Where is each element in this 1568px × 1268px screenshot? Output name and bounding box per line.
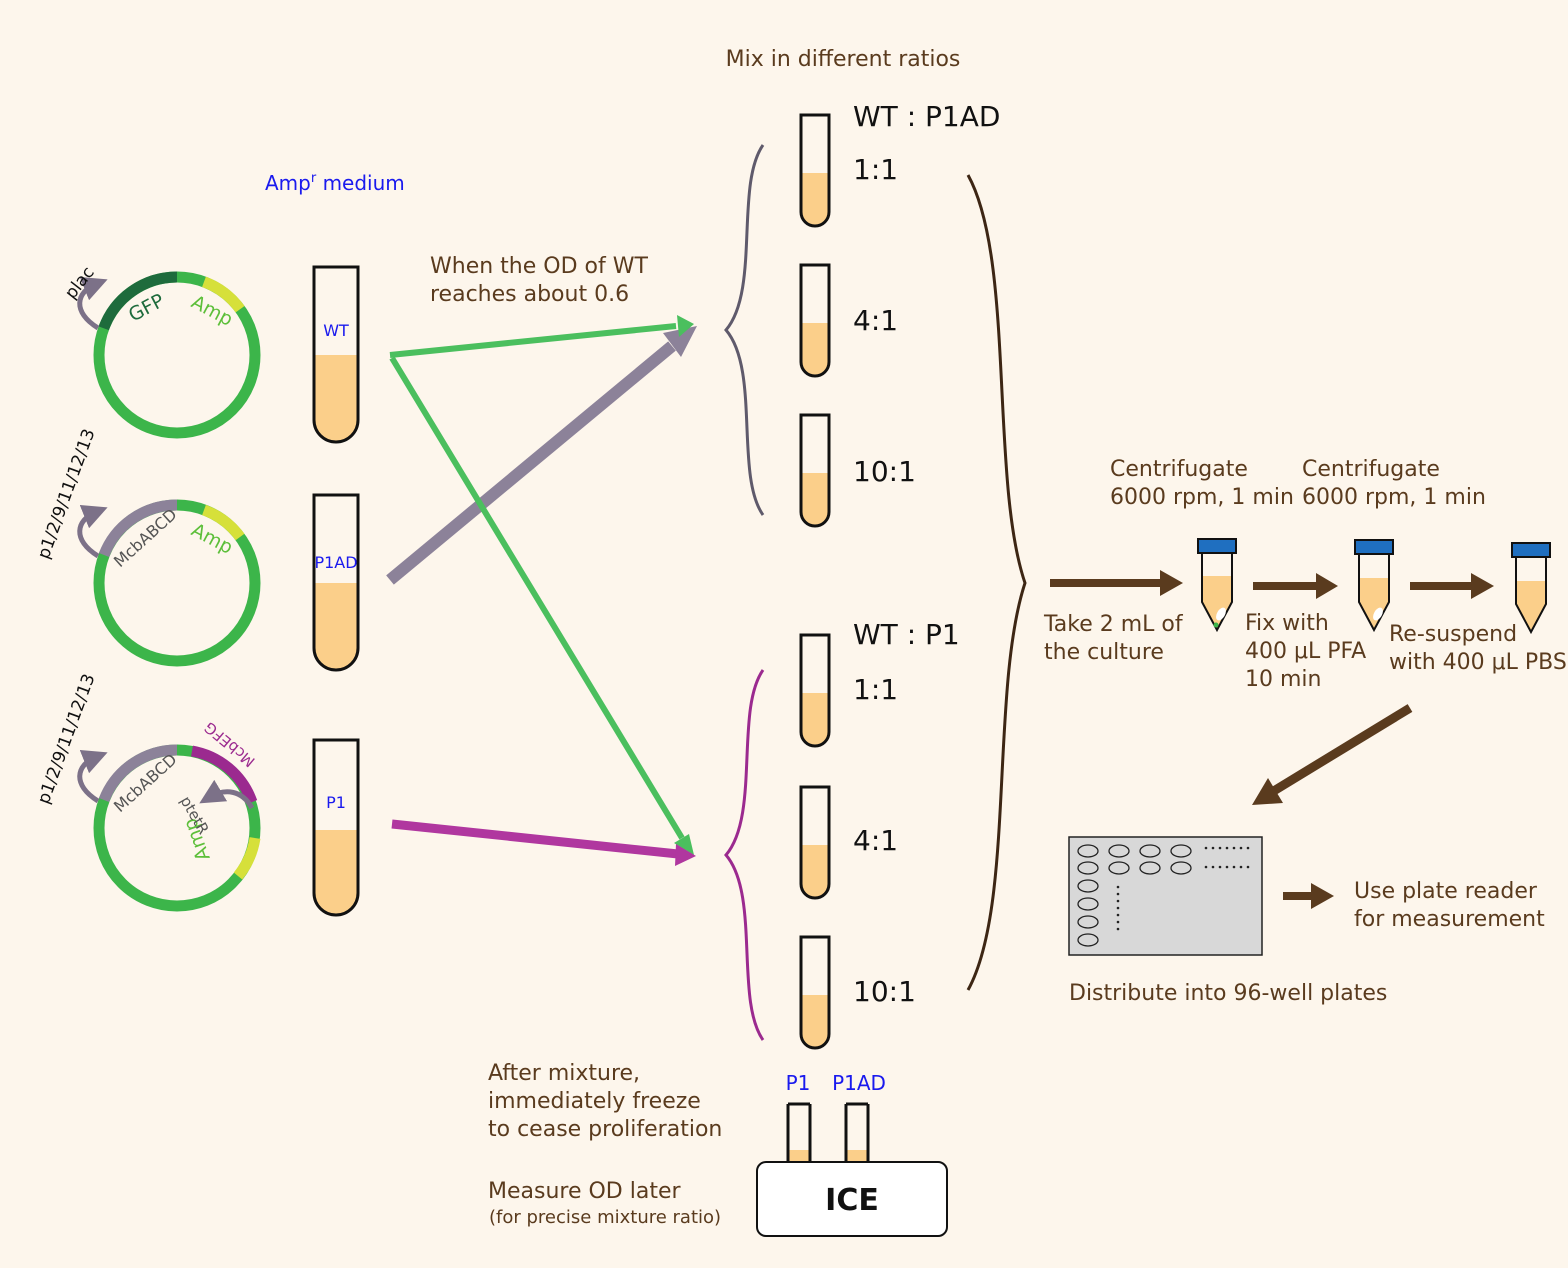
ice-label: ICE [825,1183,879,1218]
tube-label: WT [323,321,349,340]
96-well-plate [1068,836,1263,956]
fix-line-1: Fix with [1245,611,1329,636]
take-culture-line-2: the culture [1044,640,1164,665]
amp-segment [201,276,245,313]
group1-brace [724,144,765,516]
ratio-label: 1:1 [853,153,898,186]
p1ad-mix-arrow [386,341,676,585]
freeze-note-line-2: immediately freeze [488,1089,701,1114]
freeze-note-line-3: to cease proliferation [488,1117,722,1142]
od-note-line-2: reaches about 0.6 [430,282,629,307]
mix-tube [799,263,831,378]
fix-line-2: 400 μL PFA [1245,639,1366,664]
plate-caption: Distribute into 96-well plates [1069,981,1387,1006]
mcbabcd-segment [98,744,178,803]
resuspend-line-1: Re-suspend [1389,622,1517,647]
arrow-to-plate [1269,704,1413,796]
plasmid-p1ad: p1/2/9/11/12/13 McbABCD Amp [34,426,261,667]
centrifuge2-line-1: Centrifugate [1302,457,1440,482]
amp-segment [201,504,245,541]
od-note-line-1: When the OD of WT [430,254,648,279]
arrowhead-icon [1160,570,1183,596]
arrowhead-icon [1311,883,1334,909]
ratio-label: 10:1 [853,455,916,488]
promoter-arrow-icon [77,750,108,804]
group2-brace [724,669,765,1041]
promoter-label: p1/2/9/11/12/13 [34,671,100,806]
mix-tube [799,633,831,748]
centrifuge1-line-2: 6000 rpm, 1 min [1110,485,1294,510]
wt-arrowhead-icon [677,315,694,337]
mix-tube [799,935,831,1050]
arrowhead-icon [1316,573,1338,599]
promoter-label: p1/2/9/11/12/13 [34,426,100,561]
gfp-segment [98,271,178,331]
tube-label: P1AD [314,553,357,572]
centrifuge-tube-1 [1197,538,1237,633]
strain-tube-p1ad: P1AD [312,493,360,672]
ratio-label: 4:1 [853,824,898,857]
reader-line-1: Use plate reader [1354,879,1538,904]
combined-brace [966,174,1027,991]
p1-mix-arrow [391,819,679,859]
ratio-label: 1:1 [853,673,898,706]
promoter-arrow-icon [77,505,108,559]
centrifuge1-line-1: Centrifugate [1110,457,1248,482]
arrowhead-icon [1252,778,1283,805]
fix-line-3: 10 min [1245,667,1321,692]
centrifuge-tube-3 [1511,542,1551,635]
measure-od-label: Measure OD later [488,1179,681,1204]
freeze-note-line-1: After mixture, [488,1061,640,1086]
strain-tube-wt: WT [312,265,360,444]
tet-promoter-arrow-icon [199,779,255,810]
reader-line-2: for measurement [1354,907,1545,932]
medium-label: Ampr medium [265,171,405,195]
p1ad-arrowhead-icon [663,326,697,357]
ice-box [756,1161,948,1237]
ratio-label: 10:1 [853,975,916,1008]
mix-tube [799,785,831,900]
strain-tube-p1: P1 [312,738,360,917]
resuspend-line-2: with 400 μL PBS [1389,650,1567,675]
centrifuge-tube-2 [1354,539,1394,633]
promoter-arrow-icon [77,277,108,331]
centrifuge2-line-2: 6000 rpm, 1 min [1302,485,1486,510]
mix-caption: Mix in different ratios [726,47,961,72]
tube-label: P1 [326,793,346,812]
group2-header: WT : P1 [853,618,960,651]
take-culture-line-1: Take 2 mL of [1043,612,1184,637]
ice-tube [844,1102,870,1164]
ice-tube-label-p1: P1 [786,1071,811,1095]
mix-tube [799,413,831,528]
arrowhead-icon [1471,573,1494,599]
measure-od-sublabel: (for precise mixture ratio) [489,1207,721,1228]
group1-header: WT : P1AD [853,100,1000,133]
mcbefg-segment [190,745,258,804]
wt-to-group2-arrow [389,356,685,840]
mix-tube [799,113,831,228]
wt-to-group1-arrow [389,323,677,358]
amp-segment [233,836,261,880]
plasmid-p1: p1/2/9/11/12/13 McbABCD McbEFG Amp ptetR [34,671,261,912]
ratio-label: 4:1 [853,304,898,337]
wt-arrowhead-icon [674,834,694,855]
p1-arrowhead-icon [675,844,696,866]
ice-tube-label-p1ad: P1AD [832,1071,886,1095]
mcbabcd-segment [98,499,178,558]
plasmid-wt: plac GFP Amp [61,263,261,439]
ice-tube [786,1102,812,1164]
